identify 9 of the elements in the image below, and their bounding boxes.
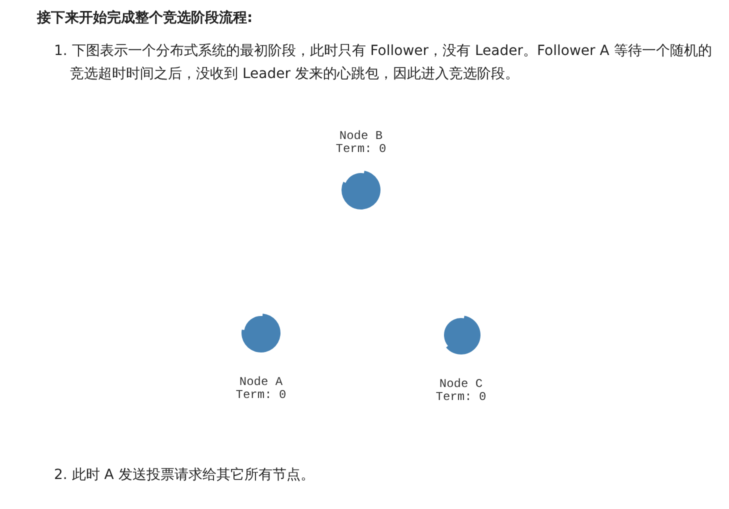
node-label: Term: 0 [434,391,488,404]
node-label: Term: 0 [334,143,388,156]
list-item: 2. 此时 A 发送投票请求给其它所有节点。 [54,466,316,485]
node-label: Node C [438,378,484,391]
list-item: 1. 下图表示一个分布式系统的最初阶段，此时只有 Follower，没有 Leader。Follower A 等待一个随机的竞选超时时间之后，没收到 Leader 发来的心跳包，因此进入竞选阶段。 [54,42,713,84]
node-label: Node B [338,130,384,143]
node-label: Term: 0 [234,389,288,402]
node-label: Node A [238,376,284,389]
heading: 接下来开始完成整个竞选阶段流程: [37,9,253,27]
